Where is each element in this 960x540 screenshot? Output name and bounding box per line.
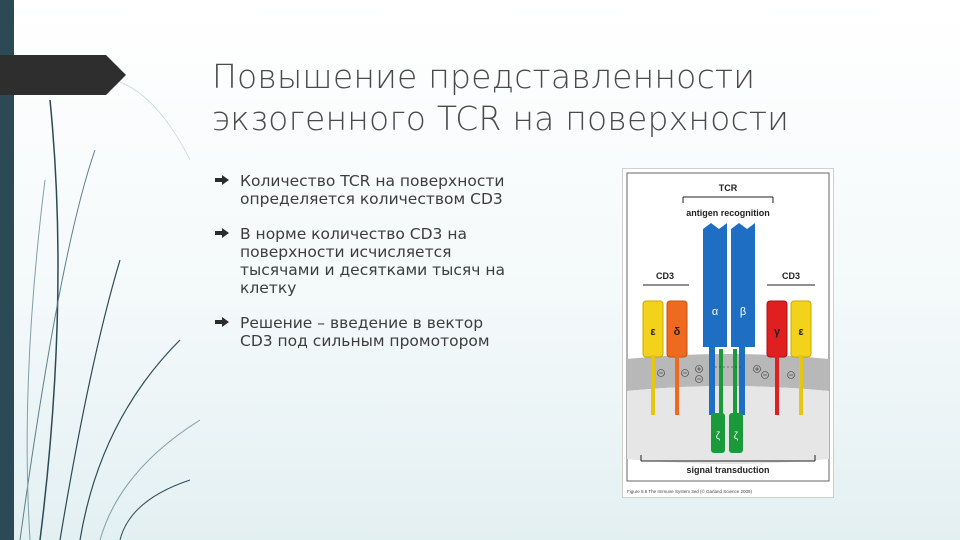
bullet-1-line-1: Количество TCR на поверхности [240, 172, 505, 190]
figure-caption: Figure 5.6 The Immune System 3ed (© Garl… [627, 488, 753, 494]
epsilon-left-label: ε [650, 326, 656, 338]
decorative-lines [19, 76, 200, 540]
bullet-3-line-2: CD3 под сильным промотором [240, 332, 490, 350]
zeta-2-label: ζ [734, 431, 739, 442]
cd3-delta-chain [666, 300, 688, 415]
title-line-1: Повышение представленности [212, 57, 756, 96]
bullet-2-line-2: поверхности исчисляется [240, 243, 452, 261]
bullet-2-line-4: клетку [240, 279, 297, 297]
bullet-2-line-1: В норме количество CD3 на [240, 225, 467, 243]
antigen-recognition-label: antigen recognition [686, 208, 770, 218]
cd3-epsilon-right-chain [790, 300, 812, 415]
bullet-item-3: Решение – введение в вектор CD3 под силь… [214, 314, 544, 350]
tcr-label: TCR [719, 183, 738, 193]
tcr-alpha-chain [703, 223, 727, 415]
delta-label: δ [674, 326, 681, 338]
tcr-cd3-diagram: TCR antigen recognition CD3 CD3 α β [622, 168, 834, 498]
cd3-left-label: CD3 [656, 271, 674, 281]
right-arrow-icon [215, 317, 229, 327]
gamma-label: γ [774, 326, 781, 338]
epsilon-right-label: ε [798, 326, 804, 338]
left-accent-bar [0, 0, 14, 540]
title-line-2: экзогенного TCR на поверхности [212, 99, 790, 138]
bullet-item-2: В норме количество CD3 на поверхности ис… [214, 225, 544, 297]
bullet-item-1: Количество TCR на поверхности определяет… [214, 172, 544, 208]
bullet-2-line-3: тысячами и десятками тысяч на [240, 261, 505, 279]
cd3-right-label: CD3 [782, 271, 800, 281]
title-marker-tab [0, 55, 126, 95]
signal-transduction-label: signal transduction [686, 465, 769, 475]
bullet-list: Количество TCR на поверхности определяет… [214, 172, 544, 367]
cd3-gamma-chain [766, 300, 788, 415]
cytoplasm [627, 386, 829, 464]
right-arrow-icon [215, 175, 229, 185]
bullet-1-line-2: определяется количеством CD3 [240, 190, 503, 208]
charge-markers [657, 365, 795, 383]
cd3-epsilon-left-chain [642, 300, 664, 415]
tcr-beta-chain [731, 223, 755, 415]
bullet-3-line-1: Решение – введение в вектор [240, 314, 484, 332]
zeta-1-label: ζ [716, 431, 721, 442]
alpha-label: α [712, 306, 719, 318]
slide-title: Повышение представленности экзогенного T… [212, 56, 892, 140]
right-arrow-icon [215, 228, 229, 238]
beta-label: β [740, 306, 746, 318]
zeta-chain-dimer [711, 349, 743, 453]
